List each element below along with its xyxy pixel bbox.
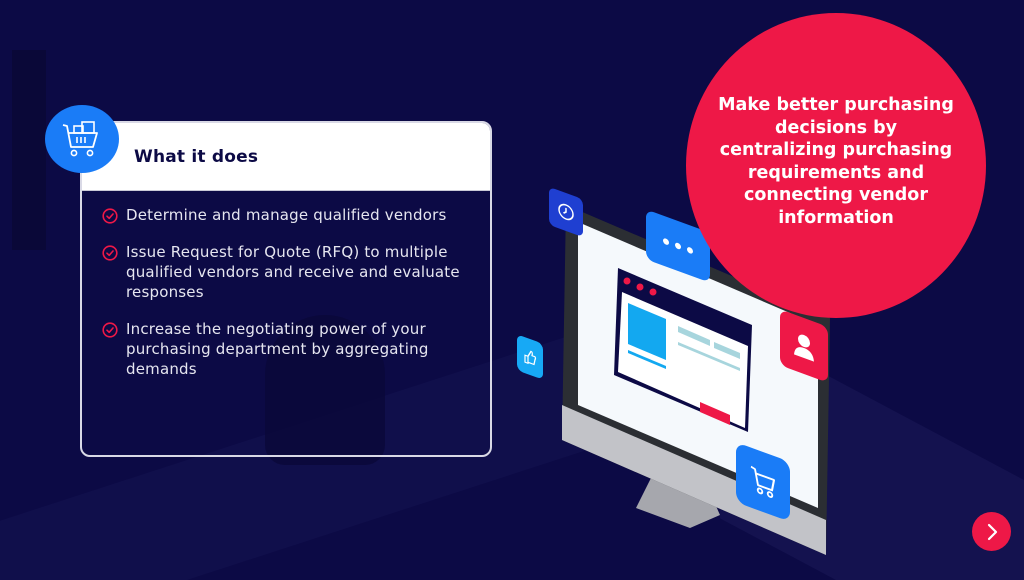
card-header: What it does: [82, 123, 490, 191]
shopping-cart-icon: [62, 121, 98, 157]
list-item: Issue Request for Quote (RFQ) to multipl…: [102, 242, 470, 302]
list-item-text: Determine and manage qualified vendors: [126, 206, 447, 224]
list-item: Determine and manage qualified vendors: [102, 205, 470, 225]
background-person-silhouette: [265, 315, 385, 465]
list-item: Increase the negotiating power of your p…: [102, 319, 470, 379]
what-it-does-card: What it does Determine and manage qualif…: [80, 121, 492, 457]
chevron-right-icon: [987, 523, 997, 540]
shopping-cart-badge: [45, 105, 119, 173]
feature-list: Determine and manage qualified vendors I…: [82, 191, 490, 379]
check-circle-icon: [102, 322, 118, 338]
next-button[interactable]: [972, 512, 1011, 551]
list-item-text: Issue Request for Quote (RFQ) to multipl…: [126, 243, 460, 301]
list-item-text: Increase the negotiating power of your p…: [126, 320, 429, 378]
thumbs-up-icon: [517, 334, 543, 380]
check-circle-icon: [102, 245, 118, 261]
user-icon: [780, 309, 828, 383]
card-title: What it does: [134, 146, 259, 167]
clock-icon: [549, 186, 583, 238]
background-wall-shape: [12, 50, 46, 250]
check-circle-icon: [102, 208, 118, 224]
value-proposition-bubble: Make better purchasing decisions by cent…: [686, 13, 986, 318]
value-proposition-text: Make better purchasing decisions by cent…: [718, 95, 954, 228]
shopping-cart-icon: [736, 442, 790, 522]
